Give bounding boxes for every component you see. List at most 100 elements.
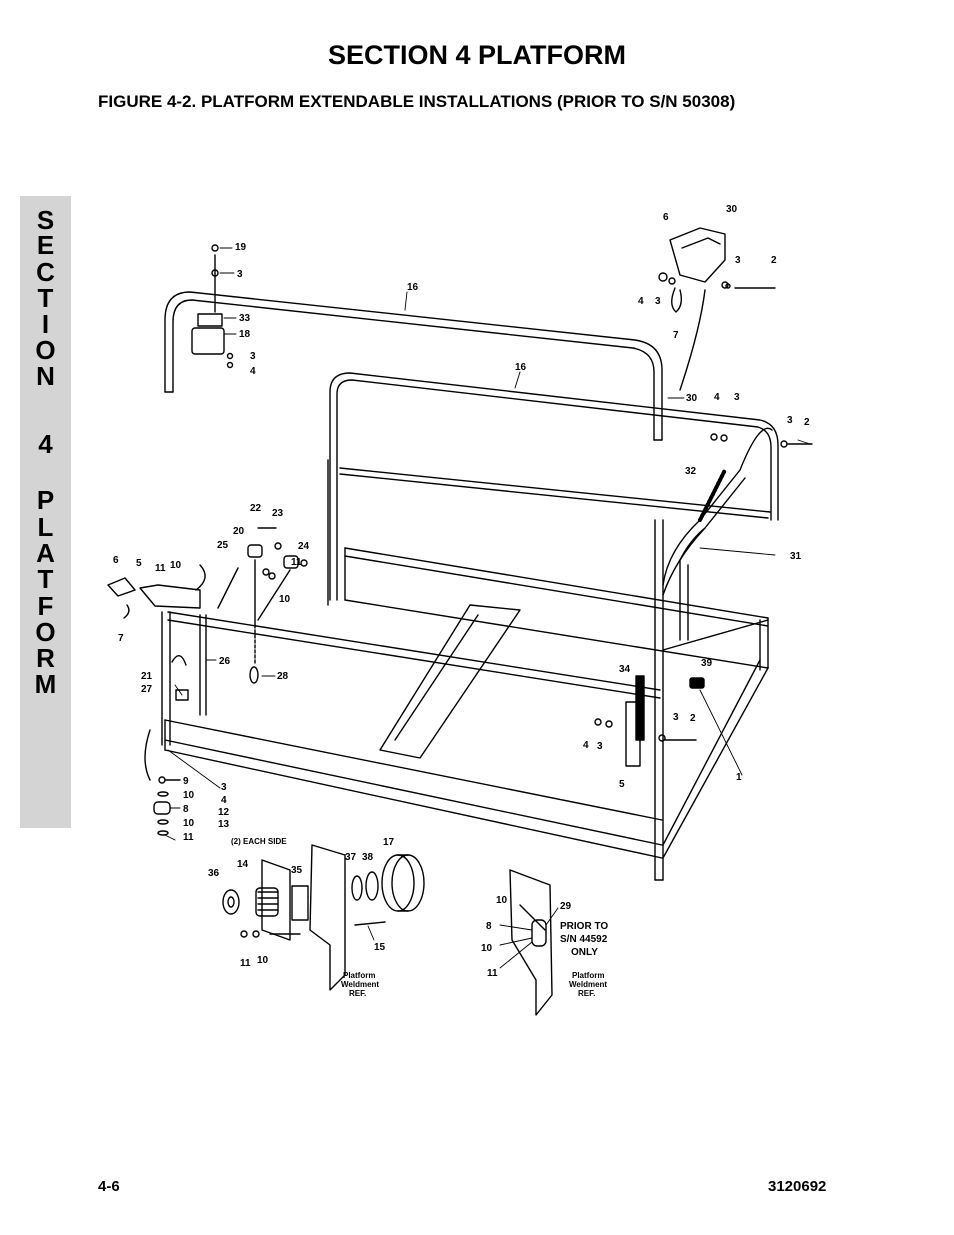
callout: 4 [250, 366, 256, 377]
side-tab-letter: P [36, 485, 55, 515]
callout: 36 [208, 868, 220, 879]
callout: 5 [136, 558, 142, 569]
side-tab-letter: E [36, 230, 55, 260]
callout: 8 [183, 804, 189, 815]
callout: 10 [496, 895, 508, 906]
callout: 28 [277, 671, 289, 682]
callout: 3 [735, 255, 741, 266]
callout: 20 [233, 526, 245, 537]
prior-sn-detail [509, 869, 553, 1016]
callout: 6 [663, 212, 669, 223]
document-number: 3120692 [768, 1178, 827, 1195]
callout: 39 [701, 658, 713, 669]
side-tab-letter: T [37, 564, 54, 594]
callout: 23 [272, 508, 284, 519]
callout: 5 [619, 779, 625, 790]
section-side-tab: S E C T I O N 4 P L A T F O R M [20, 196, 71, 828]
weldment-ref-note: Platform [343, 971, 375, 980]
weldment-ref-note: Weldment [341, 980, 379, 989]
callout: 29 [560, 901, 572, 912]
callout: 18 [239, 329, 251, 340]
callout: 10 [183, 790, 195, 801]
callout: 6 [113, 555, 119, 566]
callout: 3 [655, 296, 661, 307]
callout: 13 [218, 819, 230, 830]
platform-weldment [161, 427, 773, 881]
weldment-ref-note: REF. [349, 989, 366, 998]
callout: 8 [486, 921, 492, 932]
prior-sn-note: ONLY [571, 947, 598, 958]
callout: 3 [237, 269, 243, 280]
callout: 3 [673, 712, 679, 723]
lower-rail-16 [329, 372, 779, 601]
side-tab-letter: T [37, 283, 54, 313]
side-tab-letter: I [41, 309, 50, 339]
section-title: SECTION 4 PLATFORM [327, 40, 626, 70]
callout: 10 [279, 594, 291, 605]
side-tab-letter: S [36, 205, 55, 235]
callout: 4 [638, 296, 644, 307]
wheel-detail [222, 844, 425, 991]
callout: 11 [240, 958, 251, 969]
side-tab-letter: R [36, 643, 55, 673]
callout: 34 [619, 664, 631, 675]
side-tab-letter: F [37, 591, 54, 621]
callout: 30 [686, 393, 698, 404]
side-tab-letter: C [36, 257, 55, 287]
side-tab-letter: L [37, 512, 54, 542]
figure-title: FIGURE 4-2. PLATFORM EXTENDABLE INSTALLA… [98, 92, 736, 111]
callout: 3 [250, 351, 256, 362]
callout: 16 [515, 362, 527, 373]
callout: 21 [141, 671, 153, 682]
callout: 4 [221, 795, 227, 806]
callout: 30 [726, 204, 738, 215]
callout: 7 [673, 330, 679, 341]
side-tab-letter: M [34, 669, 57, 699]
callout: 7 [118, 633, 124, 644]
leader-lines [164, 247, 811, 969]
callout: 24 [298, 541, 310, 552]
side-tab-letter: A [36, 538, 55, 568]
page-number: 4-6 [98, 1178, 120, 1195]
weldment-ref-note: REF. [578, 989, 595, 998]
upper-rail-16 [164, 291, 663, 441]
callout: 31 [790, 551, 802, 562]
callout: 9 [183, 776, 189, 787]
callout: 10 [170, 560, 182, 571]
callout: 3 [597, 741, 603, 752]
callout: 4 [583, 740, 589, 751]
callout: 3 [734, 392, 740, 403]
callout: 3 [221, 782, 227, 793]
callout: 22 [250, 503, 262, 514]
hardware-parts [107, 227, 813, 836]
callout: 3 [787, 415, 793, 426]
callout: 16 [407, 282, 419, 293]
callout: 11 [183, 832, 194, 843]
callout: 38 [362, 852, 374, 863]
callout: 2 [690, 713, 696, 724]
prior-sn-note: PRIOR TO [560, 921, 608, 932]
callout: 11 [487, 968, 498, 979]
callout: 33 [239, 313, 251, 324]
callout: 25 [217, 540, 229, 551]
callout: 37 [345, 852, 357, 863]
callout: 12 [218, 807, 230, 818]
callout: 2 [771, 255, 777, 266]
callout: 35 [291, 865, 303, 876]
side-tab-letter: N [36, 361, 55, 391]
weldment-ref-note: Platform [572, 971, 604, 980]
callout: 10 [183, 818, 195, 829]
callout: 19 [235, 242, 247, 253]
callout: 17 [383, 837, 395, 848]
callout: 4 [714, 392, 720, 403]
callout: 1 [736, 772, 742, 783]
side-tab-letter: O [35, 617, 56, 647]
callout: 2 [804, 417, 810, 428]
prior-sn-note: S/N 44592 [560, 934, 608, 945]
callout: 10 [481, 943, 493, 954]
each-side-note: (2) EACH SIDE [231, 837, 287, 846]
callout: 11 [291, 557, 302, 568]
weldment-ref-note: Weldment [569, 980, 607, 989]
callout: 10 [257, 955, 269, 966]
